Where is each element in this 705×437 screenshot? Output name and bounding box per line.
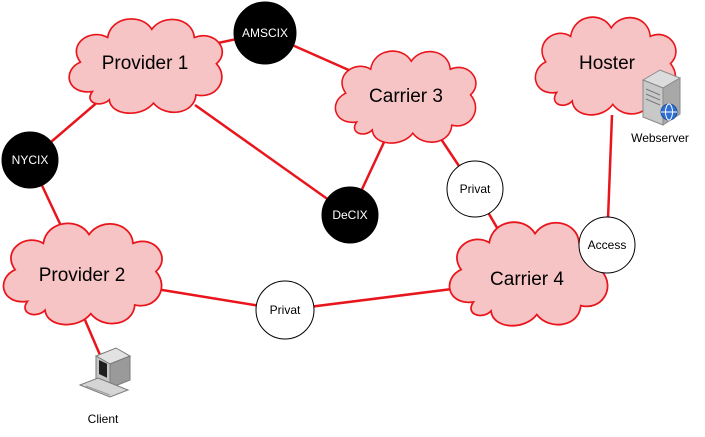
node-label: NYCIX: [12, 153, 49, 167]
node-label: DeCIX: [332, 208, 367, 222]
device-label: Client: [88, 412, 119, 426]
cloud-carrier-4: Carrier 4: [448, 221, 609, 327]
device-client: Client: [78, 347, 132, 426]
device-webserver: Webserver: [631, 69, 689, 145]
cloud-carrier-3: Carrier 3: [334, 50, 477, 144]
cloud-label: Provider 2: [39, 265, 126, 286]
link-provider2-client: [83, 319, 102, 356]
cloud-provider-1: Provider 1: [68, 18, 224, 115]
cloud-label: Provider 1: [102, 53, 189, 74]
node-decix: DeCIX: [321, 186, 379, 244]
computer-icon: [78, 347, 132, 398]
cloud-label: Carrier 4: [490, 269, 564, 290]
node-privat-carrier: Privat: [446, 160, 504, 218]
server-icon: [641, 69, 682, 126]
node-nycix: NYCIX: [1, 131, 59, 189]
node-access: Access: [578, 216, 636, 274]
node-label: AMSCIX: [242, 26, 288, 40]
node-privat-provider: Privat: [255, 280, 315, 340]
link-provider1-decix: [194, 103, 351, 217]
device-label: Webserver: [631, 131, 689, 145]
cloud-provider-2: Provider 2: [2, 222, 163, 326]
node-label: Access: [588, 238, 627, 252]
node-amscix: AMSCIX: [233, 1, 297, 65]
cloud-hoster: Hoster: [534, 16, 677, 116]
cloud-label: Carrier 3: [369, 86, 443, 107]
node-label: Privat: [460, 182, 491, 196]
node-label: Privat: [270, 303, 301, 317]
cloud-label: Hoster: [579, 53, 636, 74]
